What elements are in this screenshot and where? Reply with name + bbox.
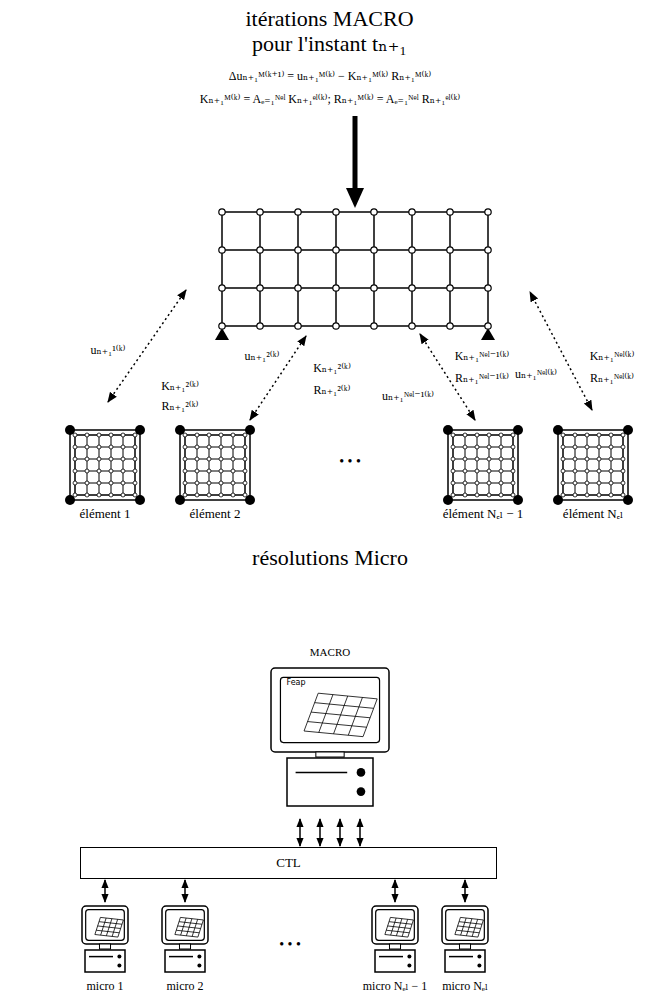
node-label: micro Nₑₗ — [442, 979, 488, 994]
ellipsis: • • • — [339, 454, 361, 470]
signal-label: Rₙ₊₁²⁽ᵏ⁾ — [162, 399, 199, 414]
link-arrow — [394, 880, 396, 902]
load-arrow — [353, 116, 358, 192]
micro-element: élément Nₑₗ − 1 — [437, 426, 530, 522]
signal-label: Rₙ₊₁ᴺᵉˡ⁻¹⁽ᵏ⁾ — [455, 371, 509, 386]
link-arrow — [464, 880, 466, 902]
micro-element: élément 1 — [65, 426, 145, 522]
signal-label: Rₙ₊₁²⁽ᵏ⁾ — [314, 383, 351, 398]
section-heading: résolutions Micro — [252, 545, 408, 571]
dotted-link — [530, 292, 592, 410]
signal-label: Kₙ₊₁²⁽ᵏ⁾ — [161, 379, 199, 394]
signal-label: Kₙ₊₁ᴺᵉˡ⁽ᵏ⁾ — [590, 349, 635, 364]
micro-element: élément 2 — [175, 426, 255, 522]
link-arrow — [319, 819, 321, 846]
micro-meshes — [65, 425, 633, 505]
title: itérations MACRO pour l'instant tₙ₊₁ — [230, 6, 430, 56]
macro-mesh — [219, 209, 491, 329]
ctl-box: CTL — [80, 847, 497, 879]
node-label: micro 1 — [87, 979, 124, 994]
link-arrow — [359, 819, 361, 846]
signal-label: Rₙ₊₁ᴺᵉˡ⁽ᵏ⁾ — [590, 371, 634, 386]
macro-computer: MACRO — [269, 646, 391, 818]
node-label: CTL — [276, 855, 301, 871]
formula: Kₙ₊₁ᴹ⁽ᵏ⁾ = Aₑ₌₁ᴺᵉˡ Kₙ₊₁ᵉˡ⁽ᵏ⁾; Rₙ₊₁ᴹ⁽ᵏ⁾ =… — [200, 92, 460, 107]
signal-label: uₙ₊₁ᴺᵉˡ⁻¹⁽ᵏ⁾ — [382, 389, 434, 404]
ellipsis: • • • — [279, 937, 301, 953]
node-label: élément Nₑₗ — [563, 506, 623, 522]
computers — [82, 668, 488, 972]
link-arrow — [104, 880, 106, 902]
micro-element: élément Nₑₗ — [553, 426, 633, 522]
software-name: Feap — [286, 678, 305, 687]
node-label: micro Nₑₗ − 1 — [363, 979, 427, 994]
micro-computer: micro 2 — [161, 903, 210, 994]
link-arrow — [299, 819, 301, 846]
link-arrow — [184, 880, 186, 902]
node-label: MACRO — [310, 646, 350, 658]
node-label: élément Nₑₗ − 1 — [443, 506, 524, 522]
signal-label: uₙ₊₁ᴺᵉˡ⁽ᵏ⁾ — [515, 367, 557, 382]
formula: Δuₙ₊₁ᴹ⁽ᵏ⁺¹⁾ = uₙ₊₁ᴹ⁽ᵏ⁾ − Kₙ₊₁ᴹ⁽ᵏ⁾ Rₙ₊₁ᴹ⁽… — [229, 69, 431, 84]
micro-computer: micro 1 — [81, 903, 130, 994]
node-label: élément 1 — [80, 506, 131, 522]
micro-computer: micro Nₑₗ − 1 — [357, 903, 434, 994]
signal-label: Kₙ₊₁ᴺᵉˡ⁻¹⁽ᵏ⁾ — [455, 349, 510, 364]
signal-label: uₙ₊₁²⁽ᵏ⁾ — [245, 349, 280, 364]
node-label: micro 2 — [167, 979, 204, 994]
micro-computer: micro Nₑₗ — [436, 903, 494, 994]
link-arrow — [339, 819, 341, 846]
dotted-links — [108, 290, 592, 420]
node-label: élément 2 — [190, 506, 241, 522]
load-arrow-head — [346, 188, 364, 208]
signal-label: Kₙ₊₁²⁽ᵏ⁾ — [313, 361, 351, 376]
signal-label: uₙ₊₁¹⁽ᵏ⁾ — [91, 343, 126, 358]
